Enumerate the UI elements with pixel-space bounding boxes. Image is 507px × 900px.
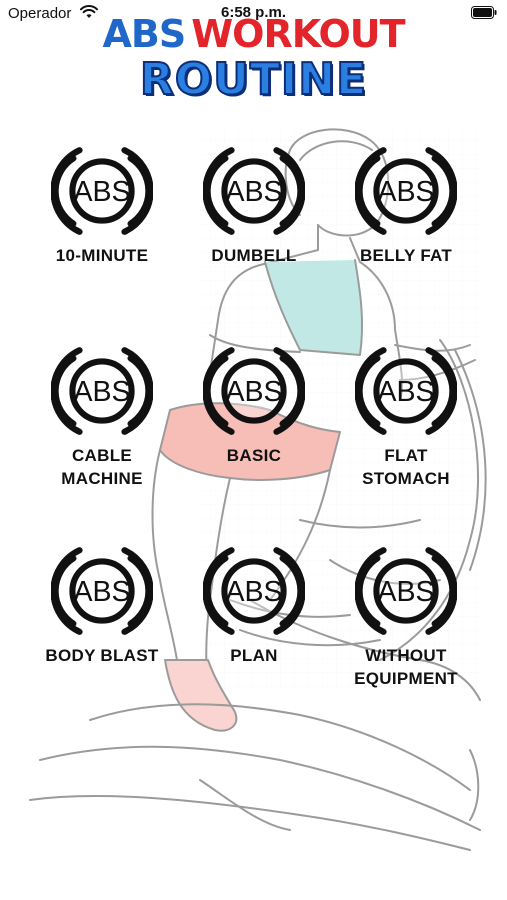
abs-icon[interactable]: ABS <box>203 340 305 442</box>
workout-label: 10-MINUTE <box>55 246 149 265</box>
abs-icon[interactable]: ABS <box>355 140 457 242</box>
workout-item-plan[interactable]: ABS PLAN <box>179 540 329 667</box>
abs-icon-text: ABS <box>225 576 282 608</box>
abs-icon-text: ABS <box>225 176 282 208</box>
abs-icon[interactable]: ABS <box>203 140 305 242</box>
abs-icon[interactable]: ABS <box>203 540 305 642</box>
status-bar: Operador 6:58 p.m. <box>0 0 507 26</box>
abs-icon-text: ABS <box>377 576 434 608</box>
abs-icon-text: ABS <box>73 376 130 408</box>
abs-icon[interactable]: ABS <box>51 540 153 642</box>
carrier-name: Operador <box>8 5 72 22</box>
workout-label: DUMBELL <box>211 246 297 265</box>
abs-icon-text: ABS <box>377 376 434 408</box>
logo-word-routine: ROUTINE <box>139 54 368 105</box>
workout-label: BASIC <box>226 446 282 465</box>
logo-word-abs: ABS <box>102 12 186 56</box>
abs-icon-text: ABS <box>73 576 130 608</box>
workout-item-belly-fat[interactable]: ABS BELLY FAT <box>331 140 481 267</box>
status-time: 6:58 p.m. <box>220 4 287 21</box>
workout-item-basic[interactable]: ABS BASIC <box>179 340 329 467</box>
abs-icon[interactable]: ABS <box>355 540 457 642</box>
wifi-icon <box>80 5 98 18</box>
abs-icon-text: ABS <box>225 376 282 408</box>
workout-item-dumbell[interactable]: ABS DUMBELL <box>179 140 329 267</box>
abs-icon-text: ABS <box>377 176 434 208</box>
workout-item-body-blast[interactable]: ABS BODY BLAST <box>27 540 177 667</box>
abs-icon-text: ABS <box>73 176 130 208</box>
abs-icon[interactable]: ABS <box>355 340 457 442</box>
logo-word-workout: WORKOUT <box>191 12 405 56</box>
workout-label: BELLY FAT <box>359 246 453 265</box>
battery-icon <box>471 6 497 19</box>
abs-icon[interactable]: ABS <box>51 340 153 442</box>
abs-icon[interactable]: ABS <box>51 140 153 242</box>
workout-item-10-minute[interactable]: ABS 10-MINUTE <box>27 140 177 267</box>
workout-label: BODY BLAST <box>45 646 159 665</box>
workout-label: PLAN <box>230 646 278 665</box>
